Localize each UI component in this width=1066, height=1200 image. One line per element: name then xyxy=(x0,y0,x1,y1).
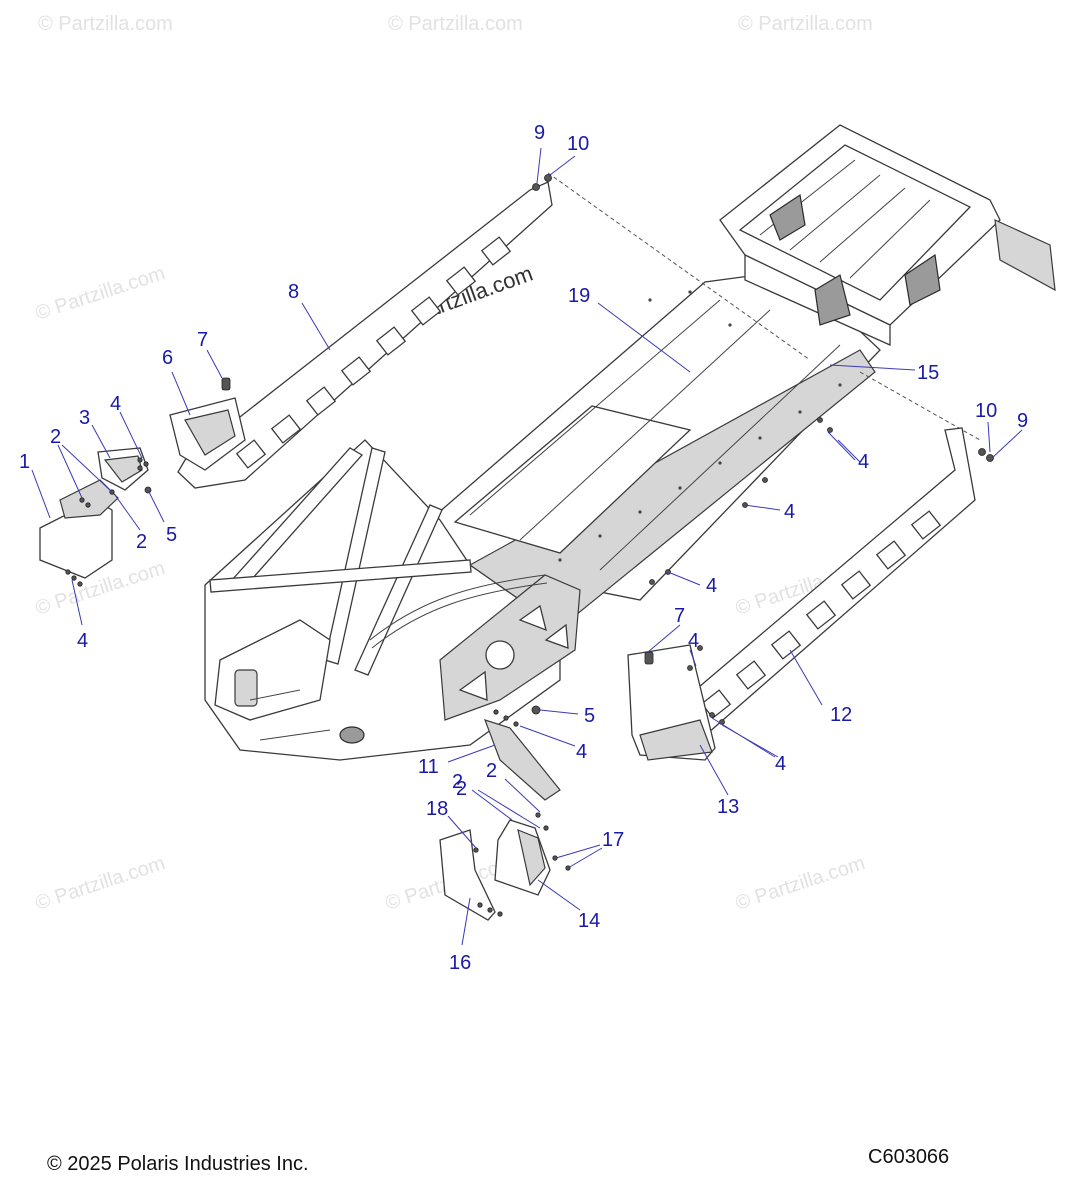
callout-4: 4 xyxy=(110,393,121,415)
watermark: © Partzilla.com xyxy=(33,262,168,325)
callout-8: 8 xyxy=(288,281,299,303)
callout-1: 1 xyxy=(19,451,30,473)
callout-15: 15 xyxy=(917,362,939,384)
alignment-line xyxy=(547,172,811,361)
callout-5: 5 xyxy=(166,524,177,546)
callout-2: 2 xyxy=(452,771,463,793)
front-left-panels xyxy=(39,447,149,579)
left-running-board xyxy=(169,181,553,489)
callout-2: 2 xyxy=(486,760,497,782)
callout-2: 2 xyxy=(50,426,61,448)
callout-7: 7 xyxy=(674,605,685,627)
callout-10: 10 xyxy=(567,133,589,155)
watermark: © Partzilla.com xyxy=(733,852,868,915)
callout-5: 5 xyxy=(584,705,595,727)
watermark: © Partzilla.com xyxy=(388,13,523,35)
callout-10: 10 xyxy=(975,400,997,422)
rear-rack xyxy=(719,124,1056,347)
callout-9: 9 xyxy=(1017,410,1028,432)
callout-19: 19 xyxy=(568,285,590,307)
watermark: © Partzilla.com xyxy=(33,852,168,915)
leader-lines xyxy=(31,147,1023,946)
callout-7: 7 xyxy=(197,329,208,351)
watermark: © Partzilla.com xyxy=(738,13,873,35)
callout-14: 14 xyxy=(578,910,600,932)
callout-17: 17 xyxy=(602,829,624,851)
callout-4: 4 xyxy=(688,630,699,652)
diagram-code: C603066 xyxy=(868,1146,950,1168)
callout-6: 6 xyxy=(162,347,173,369)
callout-9: 9 xyxy=(534,122,545,144)
callout-13: 13 xyxy=(717,796,739,818)
callout-4: 4 xyxy=(784,501,795,523)
callout-4: 4 xyxy=(775,753,786,775)
fasteners xyxy=(65,174,994,917)
callout-2: 2 xyxy=(136,531,147,553)
callout-4: 4 xyxy=(858,451,869,473)
callout-4: 4 xyxy=(706,575,717,597)
callout-labels: 1 2 2 3 4 5 2 4 6 7 8 9 10 19 15 10 9 4 … xyxy=(19,122,1028,974)
callout-18: 18 xyxy=(426,798,448,820)
lower-panels xyxy=(439,719,561,921)
callout-3: 3 xyxy=(79,407,90,429)
callout-11: 11 xyxy=(418,756,439,778)
callout-2: 2 xyxy=(456,778,467,800)
copyright-notice: © 2025 Polaris Industries Inc. xyxy=(47,1153,309,1175)
callout-12: 12 xyxy=(830,704,852,726)
callout-4: 4 xyxy=(77,630,88,652)
callout-16: 16 xyxy=(449,952,471,974)
callout-4: 4 xyxy=(576,741,587,763)
chassis-tunnel xyxy=(204,269,881,761)
watermark: © Partzilla.com xyxy=(38,13,173,35)
